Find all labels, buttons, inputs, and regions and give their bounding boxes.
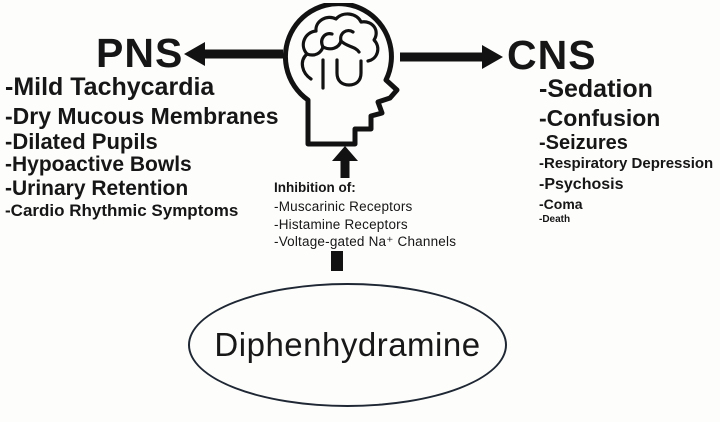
cns-effect-item: -Death xyxy=(539,214,571,225)
inhibition-block: Inhibition of: -Muscarinic Receptors -Hi… xyxy=(274,178,456,251)
cns-effect-item: -Seizures xyxy=(539,132,628,154)
arrow-right-icon xyxy=(400,45,503,69)
brain-head-icon xyxy=(283,3,400,147)
drug-name: Diphenhydramine xyxy=(214,326,481,363)
cns-effects-list: -Sedation -Confusion -Seizures -Respirat… xyxy=(539,74,713,227)
cns-effect-item: -Respiratory Depression xyxy=(539,155,714,172)
cns-effect-item: -Confusion xyxy=(539,105,661,131)
pns-effect-item: -Mild Tachycardia xyxy=(5,73,215,101)
cns-effect-item: -Psychosis xyxy=(539,176,624,193)
inhibition-item: -Voltage-gated Na⁺ Channels xyxy=(274,234,457,249)
inhibition-item: -Muscarinic Receptors xyxy=(274,199,413,214)
cns-title: CNS xyxy=(507,32,597,78)
drug-ellipse: Diphenhydramine xyxy=(188,283,507,407)
connector-line xyxy=(331,251,343,271)
arrow-up-icon xyxy=(332,146,358,178)
arrow-left-icon xyxy=(184,42,283,66)
inhibition-title: Inhibition of: xyxy=(274,180,356,195)
pns-effects-list: -Mild Tachycardia -Dry Mucous Membranes … xyxy=(5,72,279,221)
pns-effect-item: -Hypoactive Bowls xyxy=(5,153,192,176)
pns-title: PNS xyxy=(96,30,184,76)
pns-effect-item: -Cardio Rhythmic Symptoms xyxy=(5,201,239,220)
inhibition-item: -Histamine Receptors xyxy=(274,216,408,232)
cns-effect-item: -Sedation xyxy=(539,75,653,103)
pns-effect-item: -Dilated Pupils xyxy=(5,129,158,154)
pns-effect-item: -Dry Mucous Membranes xyxy=(5,103,279,129)
pns-effect-item: -Urinary Retention xyxy=(5,177,189,200)
cns-effect-item: -Coma xyxy=(539,196,583,212)
